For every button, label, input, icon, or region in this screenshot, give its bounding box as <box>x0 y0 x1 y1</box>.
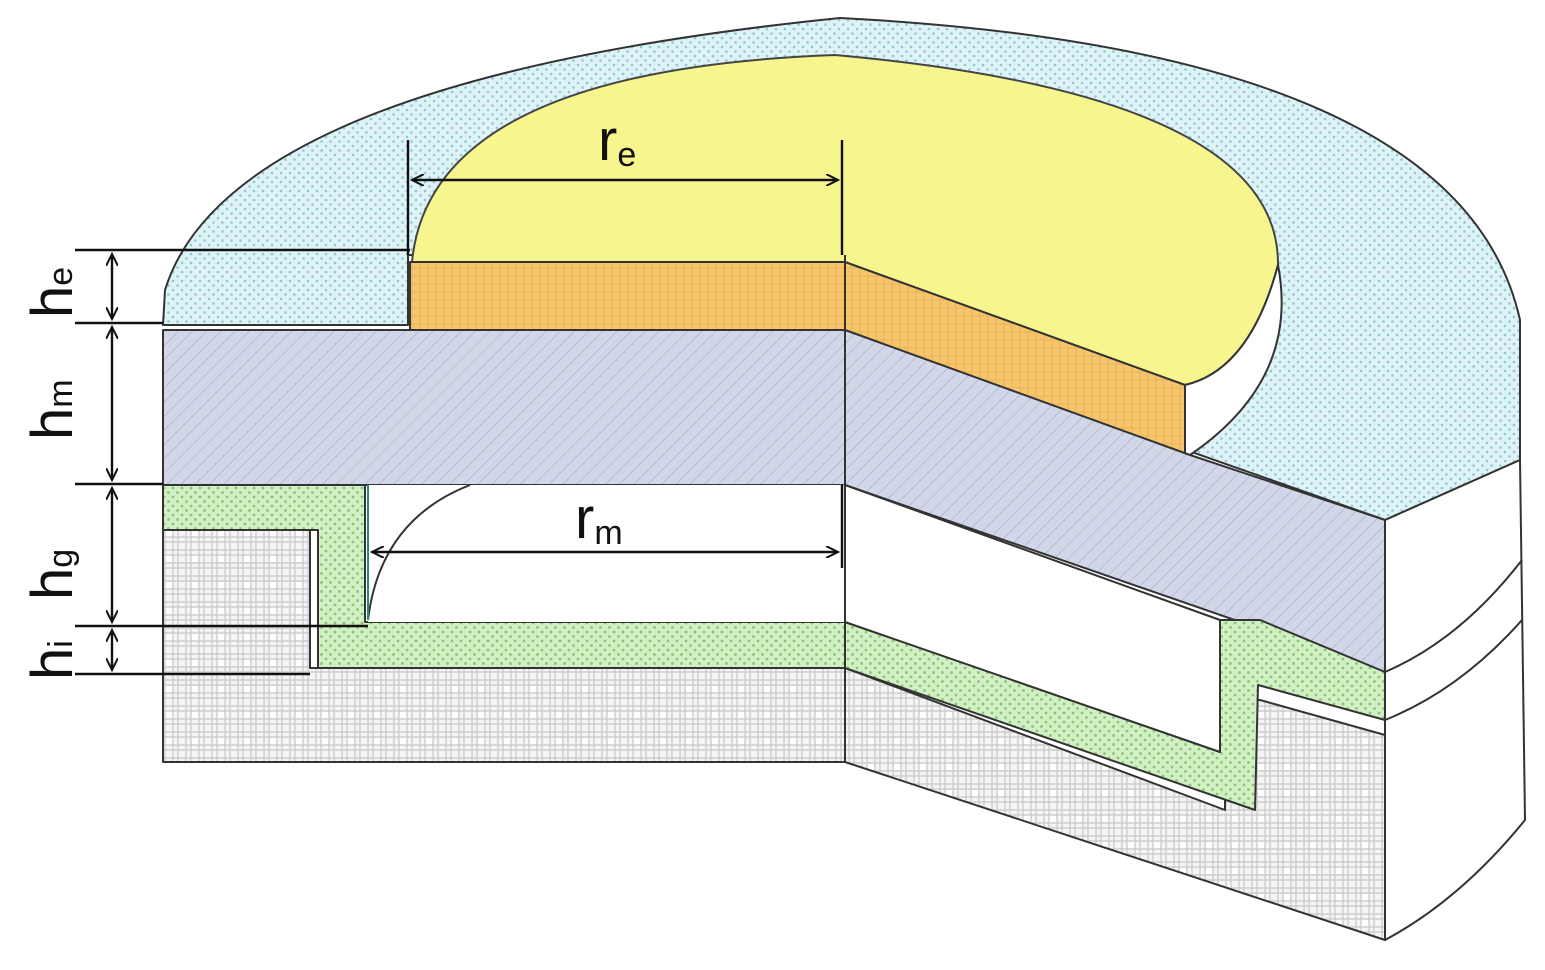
label-he: he <box>20 267 85 318</box>
side-wall-line-2 <box>1384 619 1523 721</box>
electrode-front-face <box>409 261 846 331</box>
electrode-recess-wall <box>1184 264 1283 456</box>
outer-side-wall <box>1384 459 1526 941</box>
label-re: re <box>598 108 636 174</box>
membrane-front-face <box>162 329 846 486</box>
label-hg: hg <box>20 549 85 600</box>
label-hi: hi <box>20 640 85 680</box>
side-wall-line-1 <box>1384 559 1523 673</box>
label-hm: hm <box>20 379 85 440</box>
gap-cavity-curve <box>367 484 471 621</box>
gap-cavity-front <box>368 485 845 622</box>
label-rm: rm <box>575 486 623 552</box>
